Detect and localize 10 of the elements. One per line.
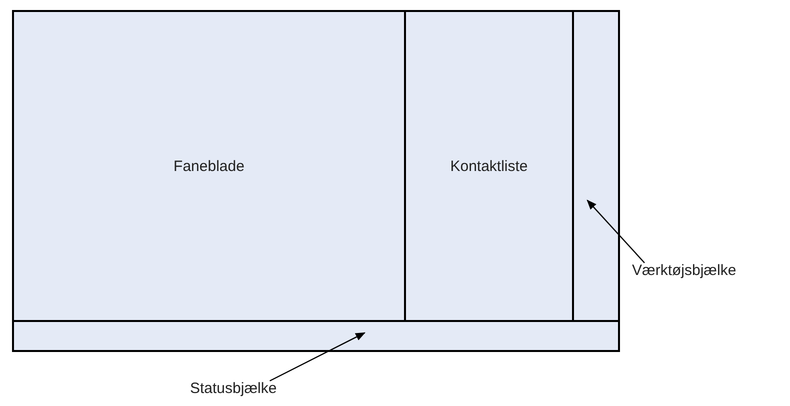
callout-label: Statusbjælke [190, 380, 277, 397]
leader-line [270, 332, 366, 382]
tab-area-panel [12, 10, 406, 322]
toolbar-panel [572, 10, 620, 322]
callout-label: Værktøjsbjælke [632, 262, 736, 279]
panel-label: Faneblade [174, 158, 244, 174]
leader-line [586, 200, 645, 264]
contact-list-panel [404, 10, 574, 322]
status-bar-panel [12, 320, 620, 352]
panel-label: Kontaktliste [450, 158, 528, 174]
